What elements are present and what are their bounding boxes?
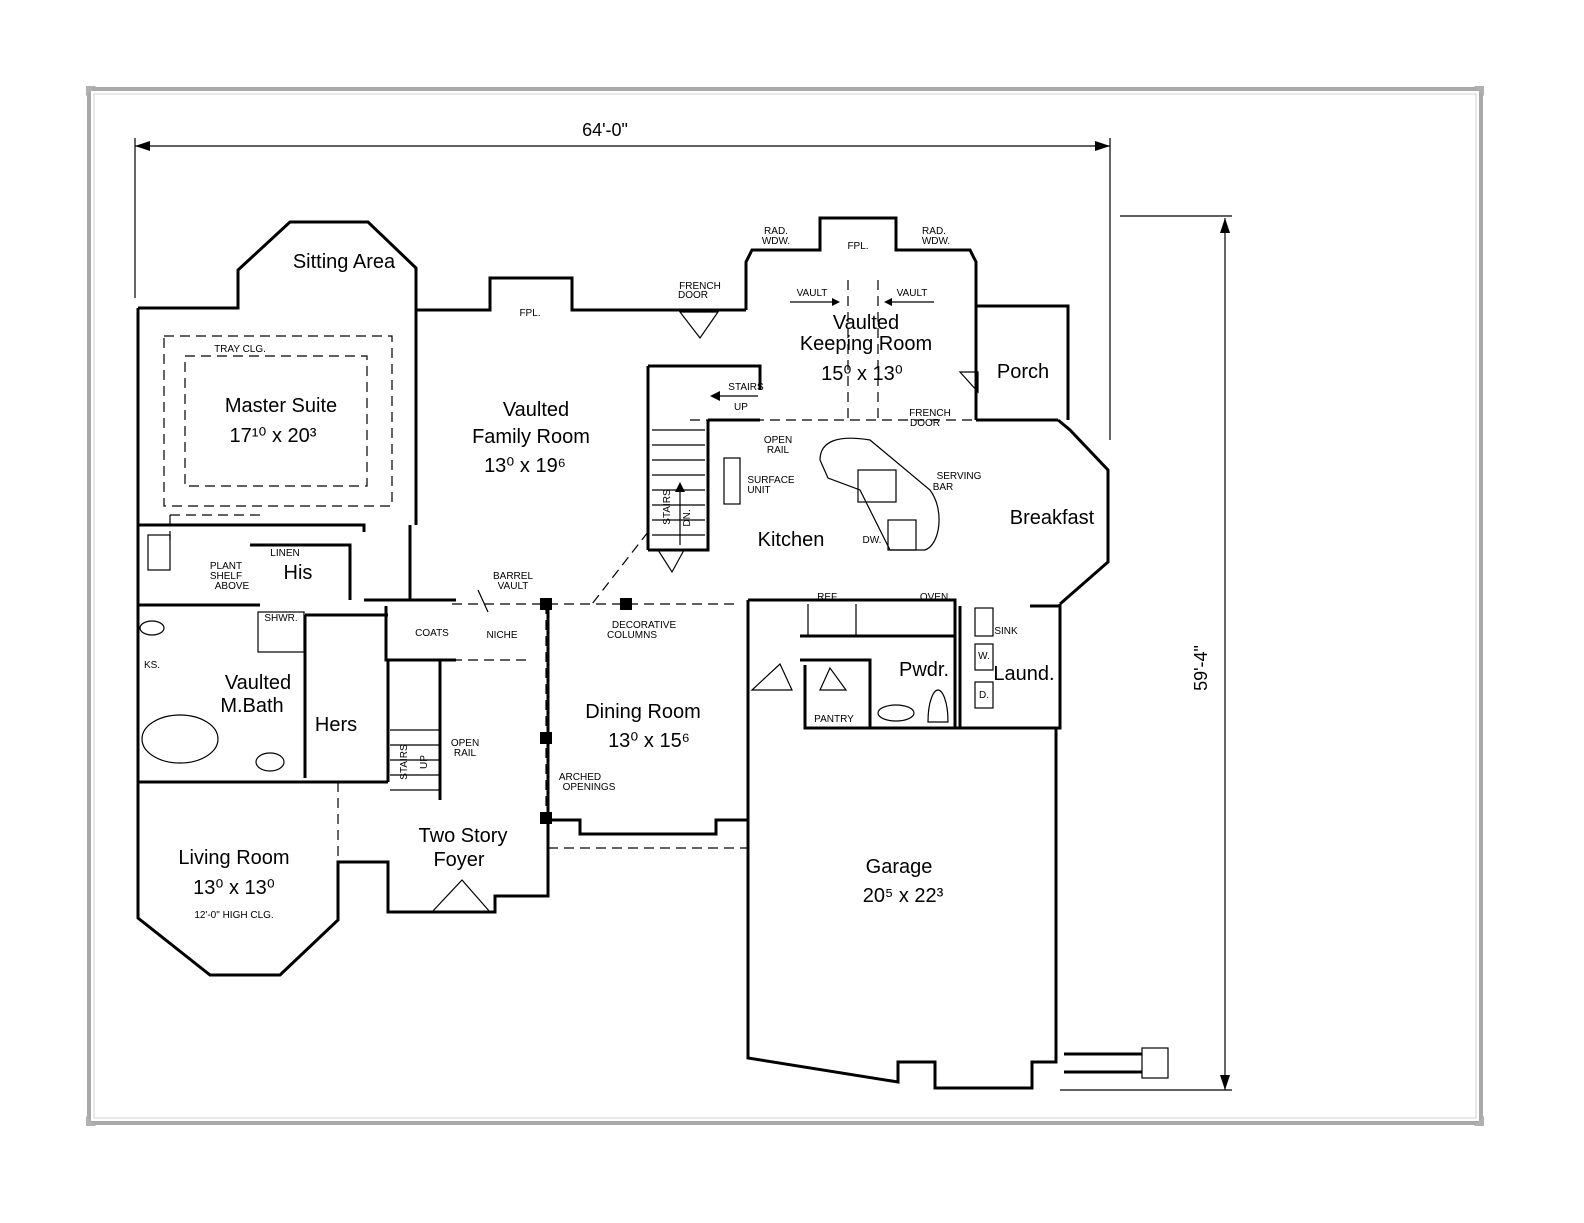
- interior-walls: [138, 364, 1060, 800]
- stairs-up-foyer-note: STAIRS: [399, 744, 410, 780]
- vault-right-note: VAULT: [897, 288, 928, 299]
- plan-notes: FPL. FPL. FRENCH DOOR FRENCH DOOR RAD. W…: [144, 226, 1018, 793]
- breakfast-label: Breakfast: [1010, 507, 1095, 529]
- open-rail-top-note-1: OPEN: [764, 435, 792, 446]
- shower-note: SHWR.: [264, 613, 297, 624]
- fixtures: [139, 311, 1169, 1079]
- ks-note: KS.: [144, 660, 160, 671]
- decorative-columns-note-2: COLUMNS: [607, 630, 657, 641]
- family-fireplace-note: FPL.: [519, 308, 540, 319]
- sink-note: SINK: [994, 626, 1018, 637]
- master-bath-label-2: M.Bath: [220, 695, 283, 717]
- french-door-keeping-note-2: DOOR: [910, 418, 940, 429]
- depth-dimension-line: 59'-4": [1060, 215, 1232, 1091]
- kitchen-label: Kitchen: [758, 529, 825, 551]
- radius-window-left-note-2: WDW.: [762, 236, 790, 247]
- pantry-note: PANTRY: [814, 714, 854, 725]
- open-rail-foyer-note-1: OPEN: [451, 738, 479, 749]
- french-door-top-note-2: DOOR: [678, 290, 708, 301]
- tray-ceiling-note: TRAY CLG.: [214, 344, 266, 355]
- foyer-label-1: Two Story: [419, 825, 508, 847]
- room-labels: Sitting Area TRAY CLG. Master Suite 17¹⁰…: [178, 251, 1094, 921]
- living-room-label: Living Room: [178, 847, 289, 869]
- refrigerator-note: REF.: [817, 592, 839, 603]
- depth-dimension-label: 59'-4": [1191, 645, 1211, 691]
- laundry-label: Laund.: [993, 663, 1054, 685]
- french-door-top-note-1: FRENCH: [679, 281, 721, 292]
- master-bath-label-1: Vaulted: [225, 672, 291, 694]
- surface-unit-note-1: SURFACE: [747, 475, 795, 486]
- serving-bar-note-2: BAR: [933, 482, 954, 493]
- keeping-room-label-2: Keeping Room: [800, 333, 932, 355]
- barrel-vault-note-1: BARREL: [493, 571, 533, 582]
- plant-shelf-note-1: PLANT: [210, 561, 242, 572]
- stairs-up-top-note-1: STAIRS: [728, 382, 764, 393]
- page-frame: [86, 86, 1484, 1126]
- family-room-label-2: Family Room: [472, 426, 590, 448]
- open-rail-top-note-2: RAIL: [767, 445, 790, 456]
- powder-room-label: Pwdr.: [899, 659, 949, 681]
- foyer-label-2: Foyer: [433, 849, 484, 871]
- living-room-ceiling-note: 12'-0" HIGH CLG.: [194, 910, 273, 921]
- stairs-up-top-note-2: UP: [734, 402, 748, 413]
- keeping-room-label-1: Vaulted: [833, 312, 899, 334]
- width-dimension-line: 64'-0": [134, 120, 1111, 440]
- coats-closet-note: COATS: [415, 628, 449, 639]
- family-room-size: 13⁰ x 19⁶: [484, 455, 566, 477]
- serving-bar-note-1: SERVING: [937, 471, 982, 482]
- arched-openings-note-2: OPENINGS: [563, 782, 616, 793]
- dryer-note: D.: [979, 690, 989, 701]
- vault-left-note: VAULT: [797, 288, 828, 299]
- oven-note: OVEN: [920, 592, 948, 603]
- dishwasher-note: DW.: [863, 535, 882, 546]
- exterior-walls: [136, 216, 1110, 1090]
- width-dimension-label: 64'-0": [582, 120, 628, 140]
- living-room-size: 13⁰ x 13⁰: [193, 877, 275, 899]
- radius-window-right-note-1: RAD.: [922, 226, 946, 237]
- stairs-down-note: STAIRS: [662, 489, 673, 525]
- plant-shelf-note-3: ABOVE: [215, 581, 250, 592]
- master-suite-size: 17¹⁰ x 20³: [230, 425, 317, 447]
- decorative-columns-note-1: DECORATIVE: [612, 620, 677, 631]
- radius-window-right-note-2: WDW.: [922, 236, 950, 247]
- dining-room-size: 13⁰ x 15⁶: [608, 730, 690, 752]
- arched-openings-note-1: ARCHED: [559, 772, 601, 783]
- linen-note: LINEN: [270, 548, 299, 559]
- hers-closet-label: Hers: [315, 714, 357, 736]
- master-suite-label: Master Suite: [225, 395, 337, 417]
- up-foyer-note: UP: [419, 755, 430, 769]
- garage-size: 20⁵ x 22³: [863, 885, 944, 907]
- keeping-room-size: 15⁰ x 13⁰: [821, 363, 903, 385]
- radius-window-left-note-1: RAD.: [764, 226, 788, 237]
- surface-unit-note-2: UNIT: [747, 485, 770, 496]
- dashed-lines: [163, 280, 978, 862]
- down-note: DN.: [682, 509, 693, 526]
- his-closet-label: His: [284, 562, 313, 584]
- family-room-label-1: Vaulted: [503, 399, 569, 421]
- dining-room-label: Dining Room: [585, 701, 701, 723]
- porch-label: Porch: [997, 361, 1049, 383]
- niche-note: NICHE: [486, 630, 517, 641]
- garage-label: Garage: [866, 856, 933, 878]
- barrel-vault-note-2: VAULT: [498, 581, 529, 592]
- keeping-fireplace-note: FPL.: [847, 241, 868, 252]
- sitting-area-label: Sitting Area: [293, 251, 396, 273]
- open-rail-foyer-note-2: RAIL: [454, 748, 477, 759]
- french-door-keeping-note-1: FRENCH: [909, 408, 951, 419]
- plant-shelf-note-2: SHELF: [210, 571, 242, 582]
- washer-note: W.: [978, 651, 990, 662]
